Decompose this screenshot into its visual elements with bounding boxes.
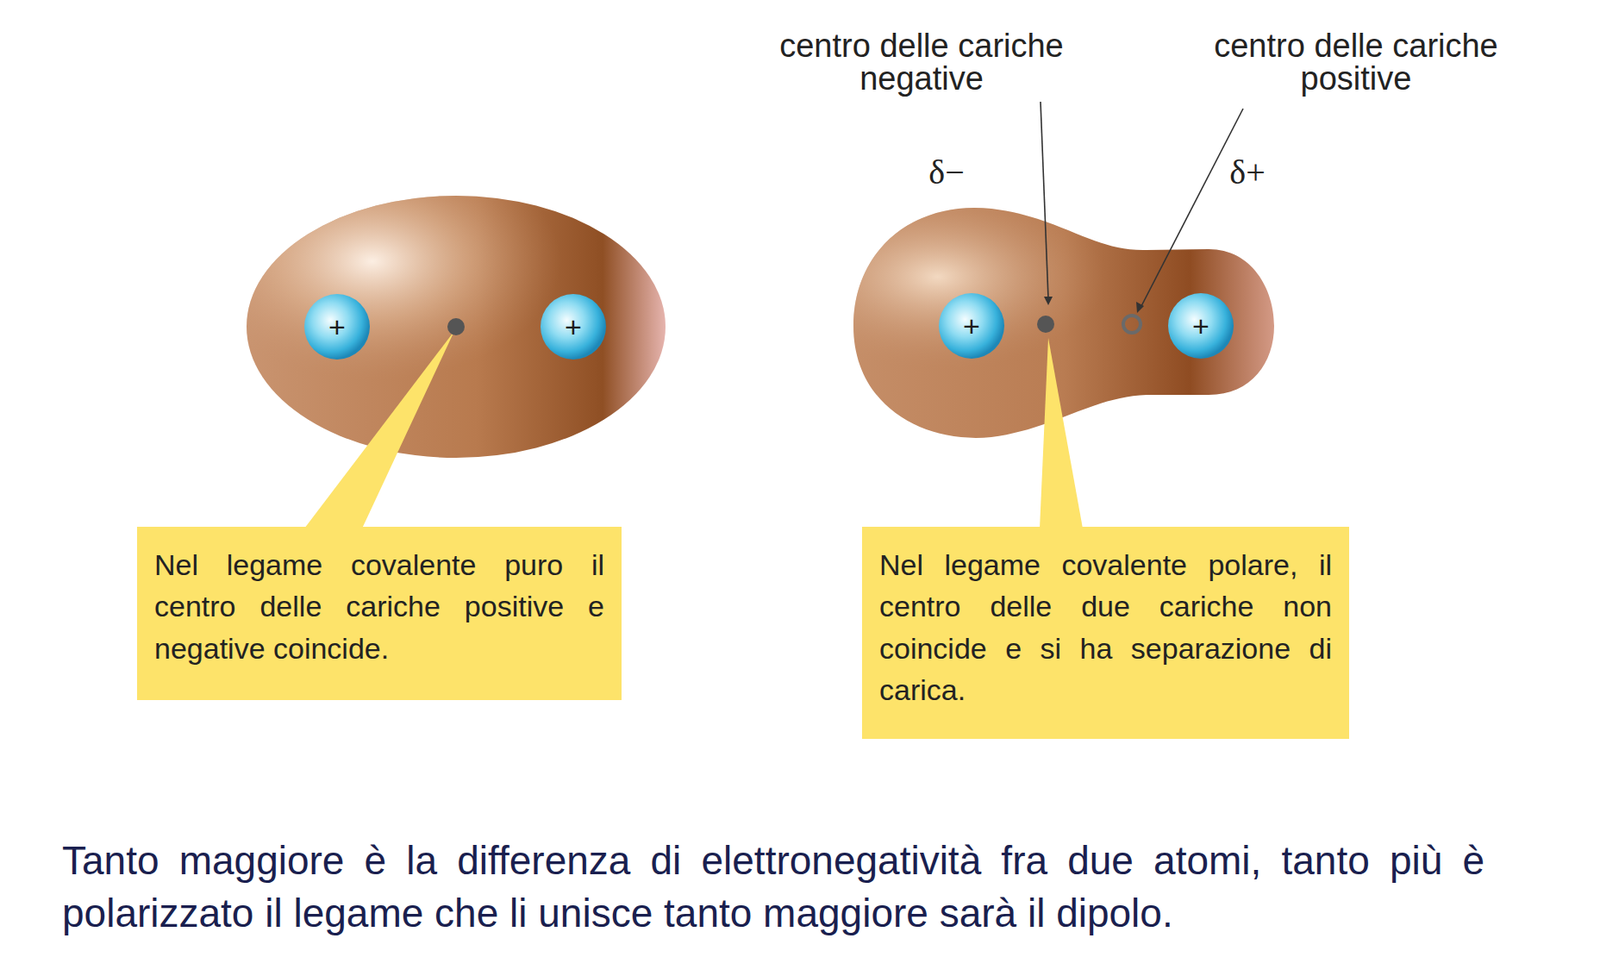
partial-charge: δ− bbox=[916, 155, 977, 190]
callout-pointer bbox=[304, 331, 455, 529]
nucleus-circle: + bbox=[1167, 292, 1235, 360]
callout-text: Nel legame covalente puro il centro dell… bbox=[154, 543, 605, 669]
nucleus-circle: + bbox=[303, 293, 371, 361]
charge-sign: + bbox=[564, 312, 582, 342]
callout-box: Nel legame covalente puro il centro dell… bbox=[137, 526, 622, 700]
negative-center bbox=[1037, 315, 1055, 333]
charge-center bbox=[447, 318, 465, 336]
callout-text: Nel legame covalente polare, il centro d… bbox=[879, 543, 1332, 711]
leader-line bbox=[1141, 108, 1244, 307]
nucleus-circle: + bbox=[539, 293, 607, 361]
leader-arrowhead bbox=[1043, 296, 1053, 306]
positive-center bbox=[1123, 315, 1141, 333]
charge-sign: + bbox=[962, 311, 981, 341]
partial-charge: δ+ bbox=[1217, 155, 1278, 190]
charge-sign: + bbox=[328, 312, 346, 342]
callout-pointer bbox=[1039, 337, 1083, 529]
charge-sign: + bbox=[1192, 311, 1210, 341]
electron-cloud bbox=[246, 195, 666, 458]
leader-line bbox=[1040, 101, 1049, 299]
callout-box: Nel legame covalente polare, il centro d… bbox=[862, 526, 1350, 739]
electron-cloud bbox=[853, 207, 1275, 438]
cloud-highlight bbox=[853, 207, 1275, 438]
cloud-highlight bbox=[246, 195, 666, 458]
caption-text: Tanto maggiore è la differenza di elettr… bbox=[62, 834, 1485, 940]
leader-arrowhead bbox=[1136, 301, 1144, 313]
nucleus-circle: + bbox=[937, 292, 1006, 360]
pointer-label: centro delle cariche negative bbox=[779, 29, 1064, 95]
pointer-label: centro delle cariche positive bbox=[1213, 29, 1499, 95]
